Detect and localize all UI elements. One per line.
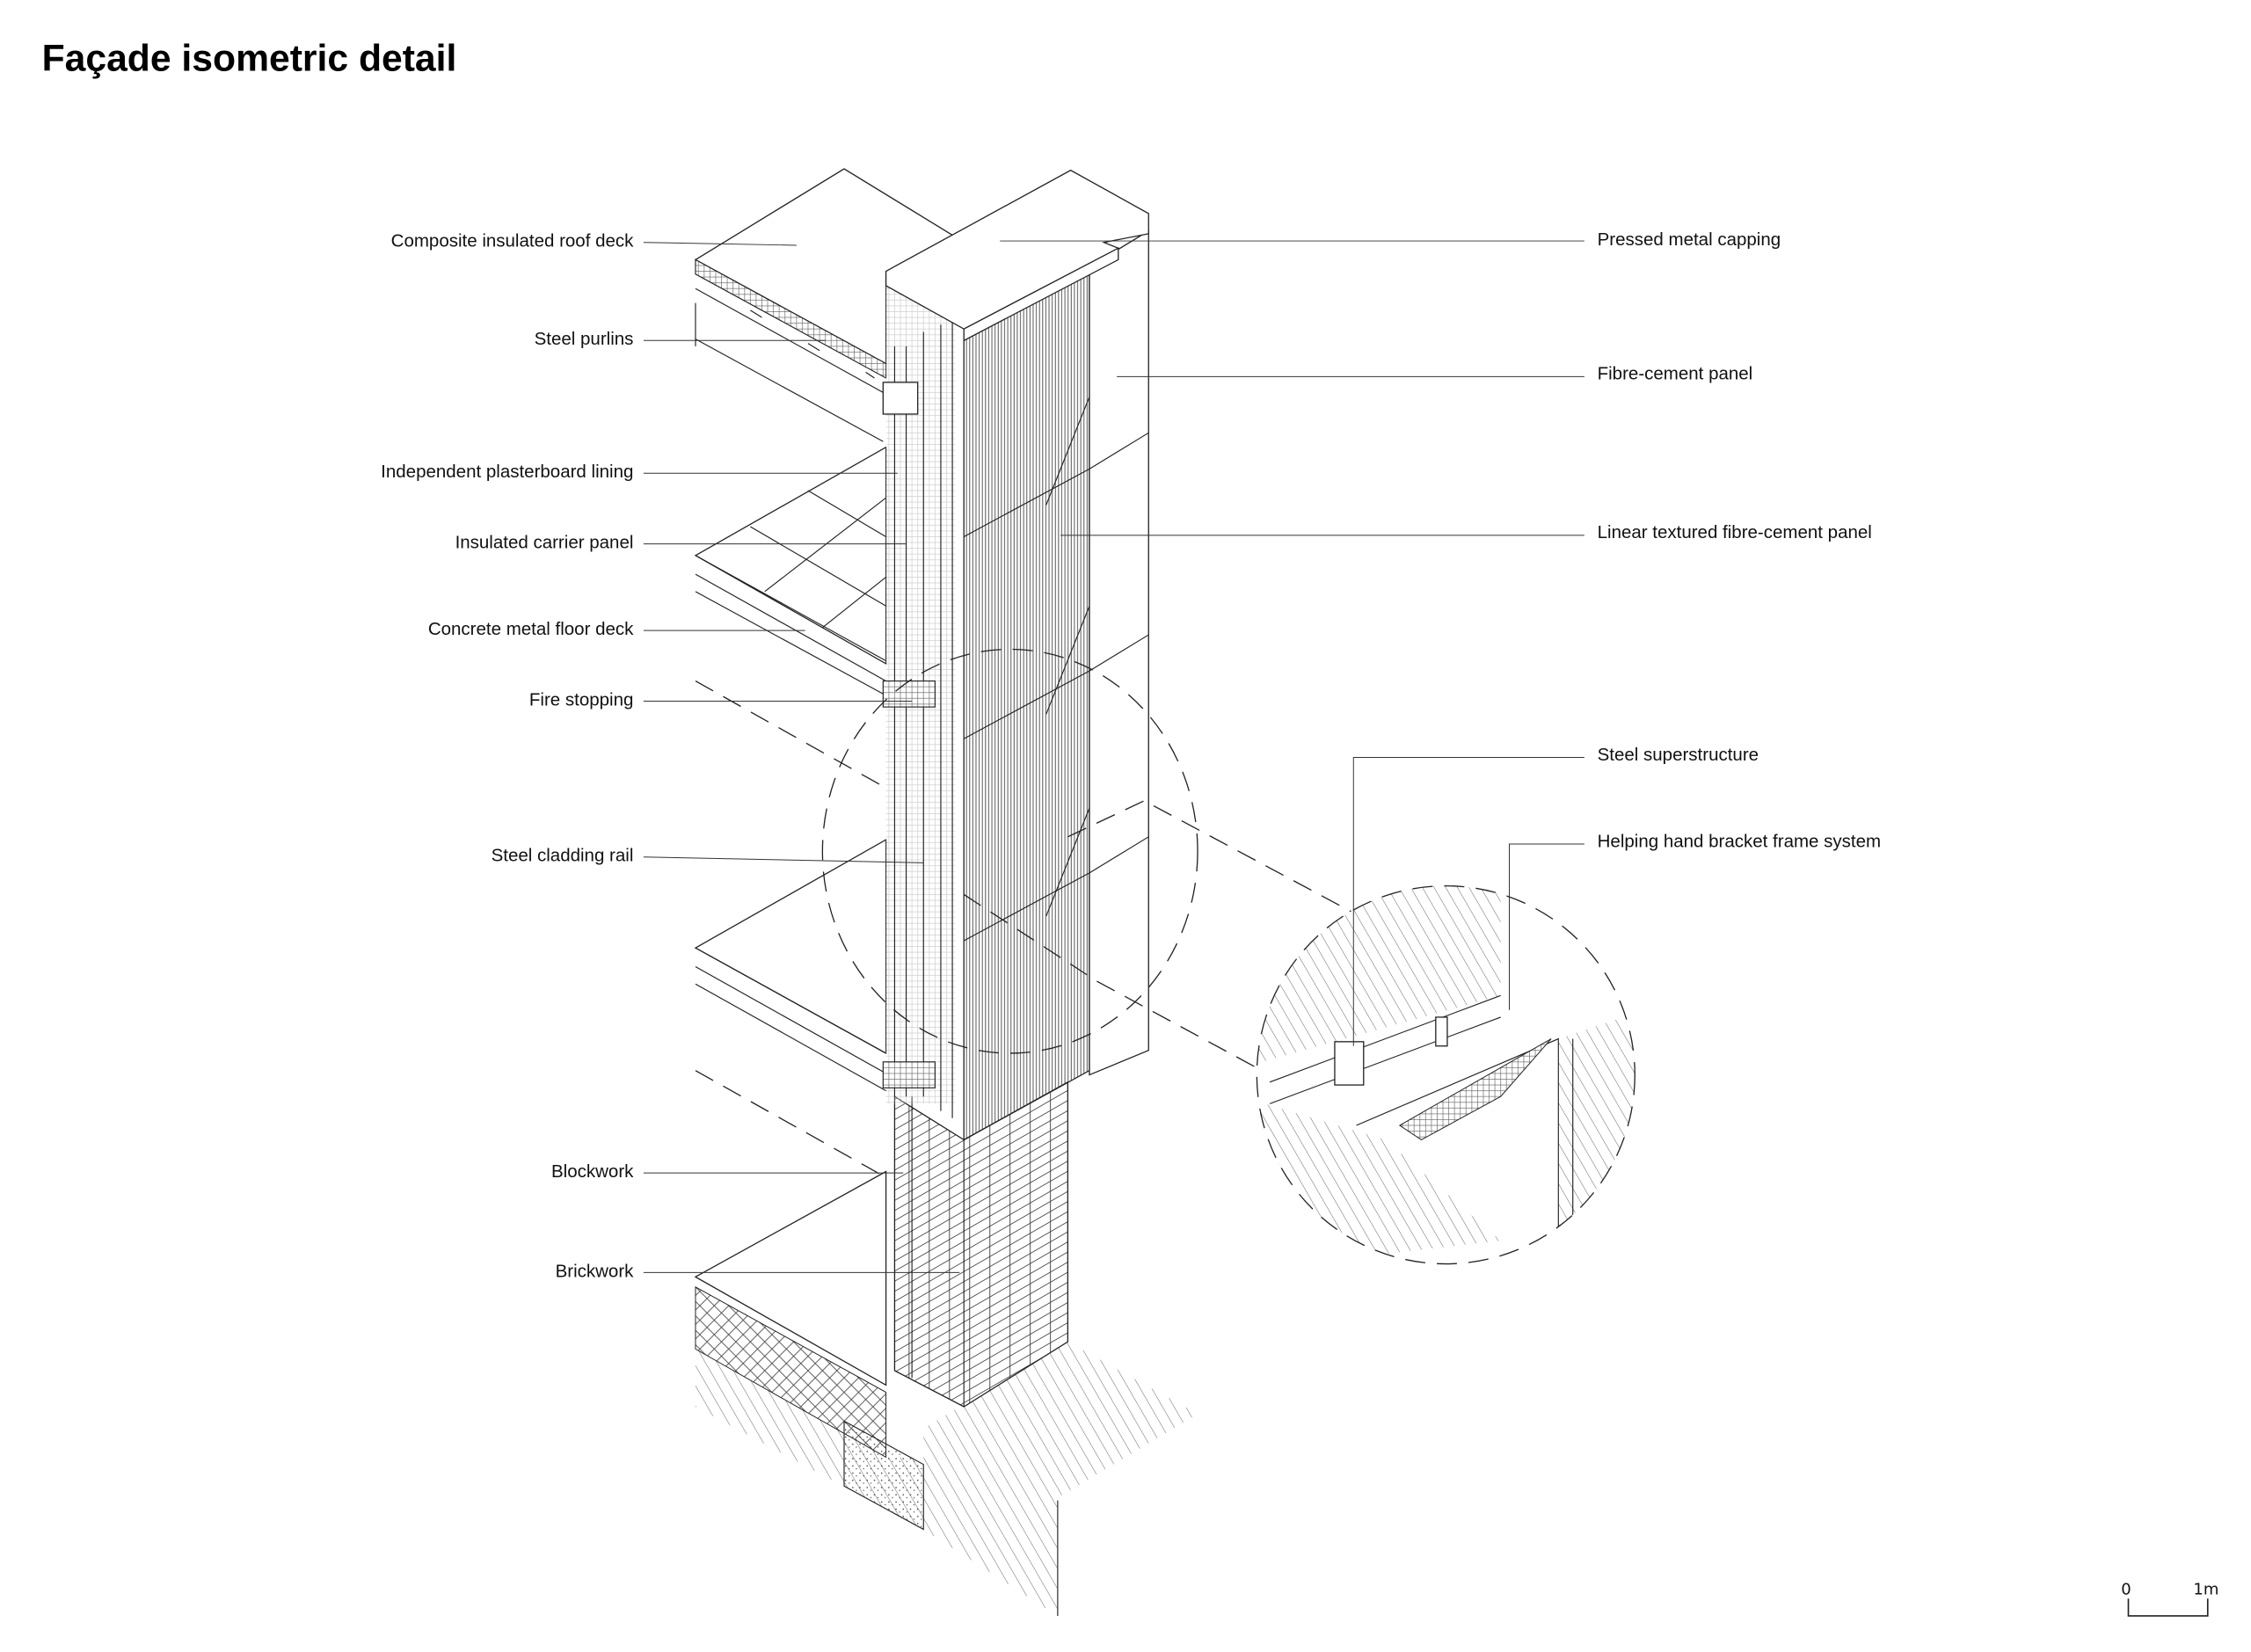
floor-slabs xyxy=(694,446,924,1530)
label-blockwork: Blockwork xyxy=(551,1161,634,1182)
label-roof-deck: Composite insulated roof deck xyxy=(391,231,635,251)
cladding-column xyxy=(885,169,1149,1141)
label-cladding-rail: Steel cladding rail xyxy=(492,846,634,866)
label-plasterboard-lining: Independent plasterboard lining xyxy=(381,462,633,482)
labels-left: Composite insulated roof deck Steel purl… xyxy=(381,231,634,1282)
scale-start: 0 xyxy=(2121,1580,2131,1598)
leaders-right xyxy=(1000,240,1584,1046)
label-fibre-cement-panel: Fibre-cement panel xyxy=(1598,364,1753,384)
leaders-left xyxy=(643,242,960,1273)
label-brickwork: Brickwork xyxy=(556,1261,635,1281)
label-bracket-frame-system: Helping hand bracket frame system xyxy=(1598,831,1881,851)
labels-right: Pressed metal capping Fibre-cement panel… xyxy=(1598,229,1881,851)
label-steel-superstructure: Steel superstructure xyxy=(1598,745,1759,765)
label-metal-capping: Pressed metal capping xyxy=(1598,229,1781,250)
internal-framing xyxy=(882,281,956,1118)
scale-end: 1m xyxy=(2193,1580,2218,1598)
label-steel-purlins: Steel purlins xyxy=(535,329,634,349)
label-fire-stopping: Fire stopping xyxy=(529,689,634,710)
foundation xyxy=(843,1342,1198,1616)
label-linear-textured-panel: Linear textured fibre-cement panel xyxy=(1598,522,1872,542)
page-title: Façade isometric detail xyxy=(42,37,457,79)
label-floor-deck: Concrete metal floor deck xyxy=(428,619,634,639)
label-carrier-panel: Insulated carrier panel xyxy=(455,533,634,553)
scale-bar: 0 1m xyxy=(2121,1580,2218,1617)
